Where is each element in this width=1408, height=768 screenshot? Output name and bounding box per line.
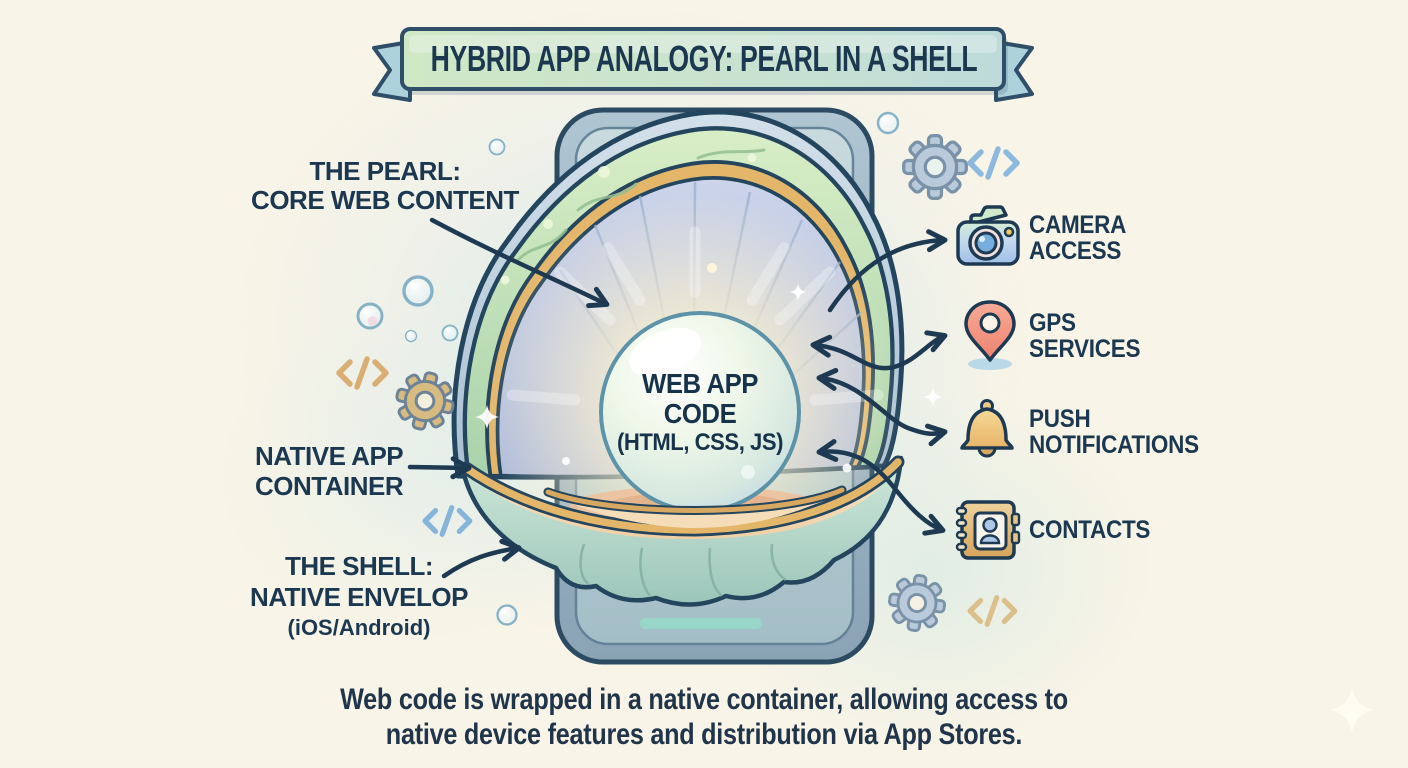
feature-label-gps: GPS SERVICES: [1029, 310, 1140, 362]
feature-label-push: PUSH NOTIFICATIONS: [1029, 406, 1199, 458]
bubble: [441, 324, 459, 342]
label-shell-line3: (iOS/Android): [287, 615, 431, 640]
caption-line1: Web code is wrapped in a native containe…: [340, 683, 1068, 716]
feature-contacts-line1: CONTACTS: [1029, 516, 1151, 544]
label-the-shell: THE SHELL: NATIVE ENVELOP (iOS/Android): [226, 551, 492, 642]
label-the-pearl-line2: CORE WEB CONTENT: [251, 185, 519, 215]
bubble: [402, 275, 434, 307]
feature-push-line2: NOTIFICATIONS: [1029, 431, 1199, 459]
arrow-shell-label: [441, 538, 522, 579]
code-brackets-icon: [970, 149, 1017, 177]
ribbon-banner: [372, 27, 1034, 102]
label-container-line1: NATIVE APP: [255, 441, 404, 471]
shell-front-lip: [543, 485, 847, 528]
shell-scallop-ribs: [579, 543, 787, 597]
bubble: [876, 111, 900, 135]
diagram-title: HYBRID APP ANALOGY: PEARL IN A SHELL: [430, 38, 978, 79]
gps-pin-icon: [964, 300, 1016, 370]
shell-highlight-dots: [500, 153, 757, 285]
sparkle-icon: [1329, 687, 1375, 733]
pearl-line2: CODE: [663, 398, 737, 429]
connector-arrows: [407, 217, 948, 579]
arrow-camera: [827, 229, 948, 313]
glow-dot: [562, 457, 570, 465]
pin-shadow: [968, 358, 1012, 370]
bubble: [404, 329, 418, 343]
label-shell-line1: THE SHELL:: [284, 551, 434, 581]
bubble: [356, 302, 384, 330]
camera-icon: [956, 205, 1020, 266]
shell-ridge-lines: [514, 148, 766, 264]
code-brackets-icon: [339, 359, 386, 387]
glow-dot: [707, 263, 717, 273]
feature-camera-line1: CAMERA: [1029, 211, 1127, 239]
label-native-app-container: NATIVE APP CONTAINER: [255, 441, 404, 501]
code-brackets-icon: [425, 508, 470, 535]
sparkle-icon: [923, 387, 943, 407]
label-the-pearl-line1: THE PEARL:: [309, 156, 462, 186]
feature-gps-line1: GPS: [1029, 309, 1076, 337]
feature-camera-line2: ACCESS: [1029, 237, 1122, 265]
phone-home-bar: [640, 618, 762, 629]
glow-dot: [842, 463, 852, 473]
arrow-pearl-label: [429, 217, 610, 309]
gear-icon: [884, 570, 950, 636]
label-shell-line2: NATIVE ENVELOP: [250, 582, 468, 612]
label-container-line2: CONTAINER: [255, 471, 404, 501]
caption-line2: native device features and distribution …: [385, 718, 1023, 751]
arrow-push: [816, 367, 948, 447]
pearl-line3: (HTML, CSS, JS): [616, 429, 784, 456]
code-brackets-icon: [970, 598, 1015, 625]
pearl: [599, 311, 801, 513]
caption: Web code is wrapped in a native containe…: [326, 682, 1082, 752]
gear-icon: [902, 134, 968, 200]
feature-label-camera: CAMERA ACCESS: [1029, 212, 1126, 264]
arrow-contacts: [816, 439, 946, 536]
arrow-container-label: [407, 456, 472, 480]
bubble: [488, 138, 506, 156]
pearl-label: WEB APP CODE (HTML, CSS, JS): [580, 369, 819, 457]
feature-label-contacts: CONTACTS: [1029, 517, 1150, 543]
feature-push-line1: PUSH: [1029, 405, 1091, 433]
bubble: [496, 604, 518, 626]
contacts-book-icon: [955, 500, 1021, 560]
feature-gps-line2: SERVICES: [1029, 335, 1141, 363]
bell-icon: [960, 399, 1014, 458]
pearl-line1: WEB APP: [641, 368, 759, 399]
label-the-pearl: THE PEARL: CORE WEB CONTENT: [225, 157, 545, 215]
gear-icon: [389, 365, 461, 437]
